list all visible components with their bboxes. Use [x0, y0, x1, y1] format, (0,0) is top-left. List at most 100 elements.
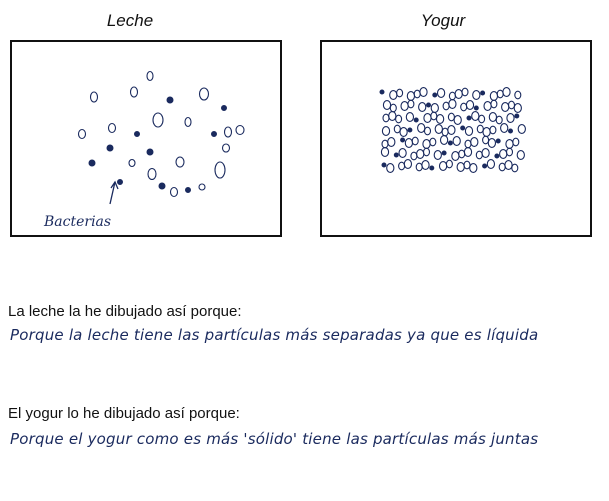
- milk-particle: [223, 126, 233, 138]
- yogurt-particle: [506, 113, 515, 123]
- yogurt-particle: [410, 151, 418, 161]
- bacteria-dot: [211, 131, 217, 137]
- question-milk-prompt: La leche la he dibujado así porque:: [8, 303, 242, 320]
- yogurt-particle: [396, 88, 404, 98]
- yogurt-bacteria-dot: [466, 115, 472, 121]
- yogurt-particle: [419, 87, 428, 97]
- yogurt-particle: [461, 87, 469, 97]
- yogurt-particles-drawing: [379, 87, 526, 173]
- yogurt-bacteria-dot: [447, 140, 453, 146]
- yogurt-particle: [469, 163, 478, 173]
- yogurt-particle: [433, 150, 442, 160]
- milk-particle: [221, 143, 231, 153]
- yogurt-particle: [505, 139, 514, 149]
- yogurt-bacteria-dot: [460, 125, 466, 131]
- yogurt-particle: [482, 135, 490, 145]
- yogurt-particle: [438, 161, 448, 171]
- yogurt-particle: [513, 103, 522, 113]
- yogurt-particle: [389, 90, 398, 100]
- yogurt-particle: [478, 114, 486, 124]
- yogurt-particle: [476, 124, 484, 134]
- milk-particle: [214, 161, 226, 179]
- yogurt-particle: [421, 160, 430, 170]
- yogurt-particle: [389, 103, 397, 113]
- yogurt-particle: [463, 147, 473, 157]
- yogurt-bacteria-dot: [495, 138, 501, 144]
- yogurt-particle: [415, 162, 423, 172]
- milk-particle: [128, 158, 136, 168]
- yogurt-particle: [447, 112, 455, 122]
- yogurt-bacteria-dot: [473, 105, 479, 111]
- bacteria-dot: [88, 159, 96, 167]
- yogurt-particle: [417, 123, 426, 133]
- yogurt-particle: [434, 124, 443, 134]
- yogurt-particle: [472, 90, 481, 100]
- yogurt-bacteria-dot: [429, 165, 435, 171]
- yogurt-particle: [452, 136, 461, 146]
- milk-particles-drawing: Bacterias: [43, 70, 245, 230]
- yogurt-particle: [400, 101, 409, 111]
- yogurt-particle: [489, 125, 497, 135]
- milk-particle: [147, 167, 157, 181]
- answer-yogurt-handwritten: Porque el yogur como es más 'sólido' tie…: [10, 430, 539, 448]
- yogurt-panel-title: Yogur: [420, 11, 466, 30]
- yogurt-particle: [388, 111, 397, 121]
- yogurt-particle: [499, 149, 508, 159]
- yogurt-particle: [441, 127, 449, 137]
- yogurt-drawing-panel: [320, 40, 592, 237]
- yogurt-particle: [465, 100, 475, 110]
- yogurt-bacteria-dot: [379, 89, 385, 95]
- milk-drawing-panel: Bacterias: [10, 40, 282, 237]
- yogurt-bacteria-dot: [494, 153, 500, 159]
- bacteria-dot: [166, 96, 174, 104]
- yogurt-particle: [447, 125, 456, 135]
- yogurt-particle: [436, 88, 446, 98]
- yogurt-particle: [418, 102, 427, 112]
- yogurt-particle: [505, 147, 514, 157]
- yogurt-bacteria-dot: [407, 127, 413, 133]
- yogurt-bacteria-dot: [432, 92, 438, 98]
- yogurt-particle: [464, 126, 474, 136]
- yogurt-particle: [451, 151, 460, 161]
- yogurt-particle: [380, 147, 390, 157]
- milk-particle: [107, 122, 117, 134]
- yogurt-particle: [500, 123, 509, 133]
- yogurt-particle: [403, 159, 413, 169]
- yogurt-particle: [464, 139, 472, 149]
- milk-particle: [198, 87, 210, 101]
- yogurt-particle: [498, 162, 506, 172]
- yogurt-particle: [393, 124, 401, 134]
- yogurt-particle: [475, 150, 483, 160]
- milk-particle: [198, 183, 206, 191]
- yogurt-bacteria-dot: [393, 152, 399, 158]
- yogurt-particle: [458, 149, 466, 159]
- yogurt-particle: [405, 112, 415, 122]
- yogurt-particle: [398, 148, 407, 158]
- yogurt-particle: [471, 111, 480, 121]
- milk-particle: [129, 86, 139, 98]
- yogurt-particle: [517, 124, 526, 134]
- yogurt-particle: [487, 138, 497, 148]
- milk-panel-title: Leche: [106, 11, 154, 30]
- yogurt-particle: [512, 137, 520, 147]
- yogurt-particle: [460, 102, 468, 112]
- bacteria-dot: [117, 179, 123, 185]
- yogurt-particle: [504, 160, 513, 170]
- yogurt-particle: [448, 91, 456, 101]
- answer-milk-handwritten: Porque la leche tiene las partículas más…: [10, 326, 539, 344]
- yogurt-particle: [395, 114, 403, 124]
- milk-particle: [152, 112, 164, 128]
- yogurt-particle: [448, 99, 457, 109]
- yogurt-bacteria-dot: [482, 163, 488, 169]
- yogurt-bacteria-dot: [441, 150, 447, 156]
- yogurt-bacteria-dot: [426, 102, 431, 108]
- yogurt-particle: [470, 137, 479, 147]
- yogurt-particle: [481, 148, 490, 158]
- yogurt-particle: [398, 161, 406, 171]
- yogurt-particle: [423, 113, 432, 123]
- yogurt-particle: [514, 90, 522, 100]
- yogurt-particle: [483, 101, 492, 111]
- question-yogurt-prompt: El yogur lo he dibujado así porque:: [8, 405, 240, 422]
- yogurt-particle: [486, 159, 496, 169]
- milk-particle: [184, 116, 192, 128]
